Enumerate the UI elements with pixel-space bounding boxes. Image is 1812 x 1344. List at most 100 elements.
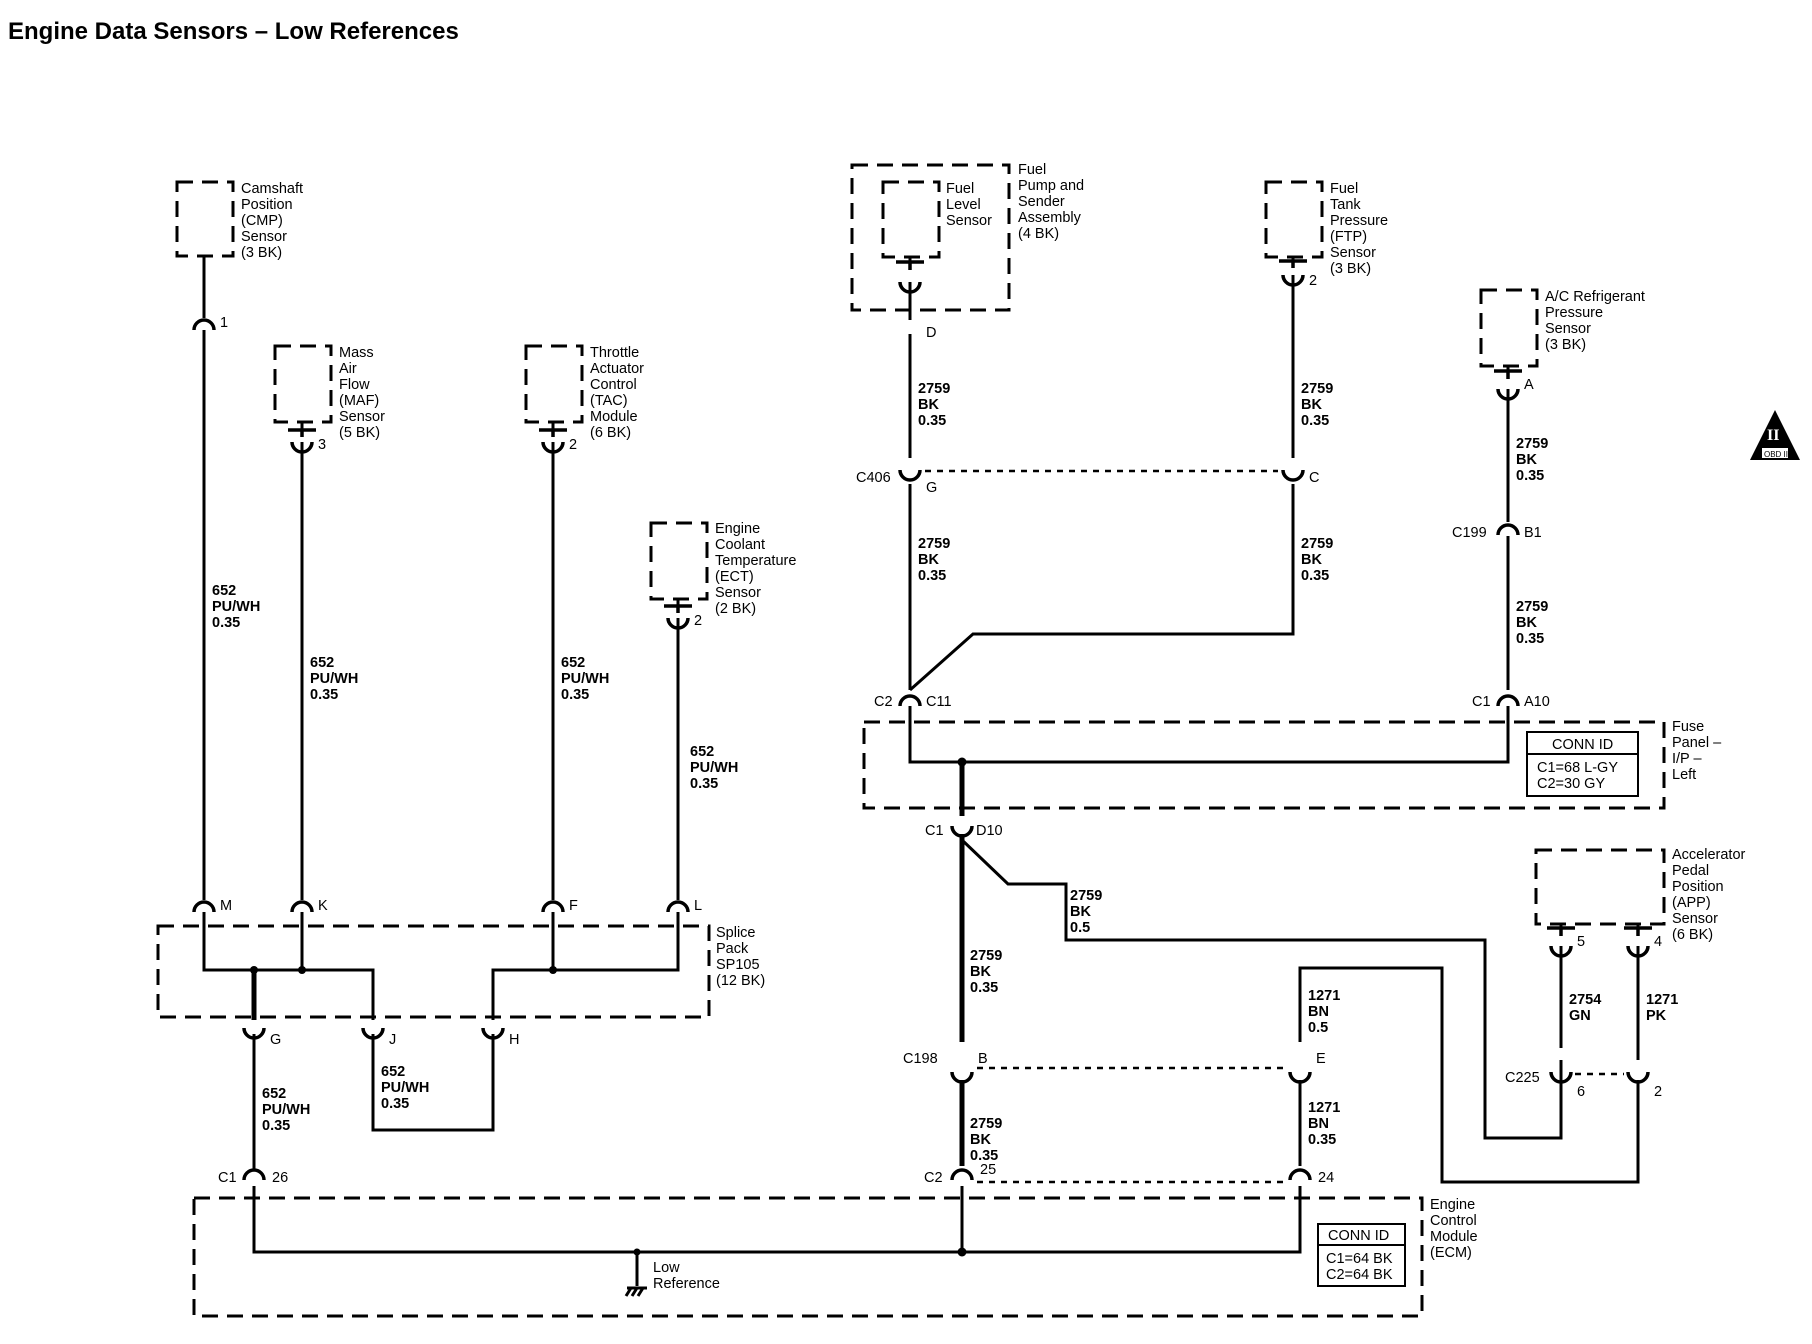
pin-ac-a: A <box>1524 377 1534 393</box>
pin-sp-j: J <box>389 1032 396 1048</box>
pin-c11: C11 <box>926 694 952 710</box>
conn-id-ecm-line1: C1=64 BK <box>1326 1251 1393 1267</box>
pin-sp-k: K <box>318 898 328 914</box>
conn-id-ecm-title: CONN ID <box>1328 1228 1389 1244</box>
obd-ii-badge-icon: II OBD II <box>1750 410 1800 460</box>
wire-jh-loop <box>371 1034 495 1132</box>
wire-ftp <box>909 257 1295 692</box>
pin-tac-2: 2 <box>569 437 577 453</box>
conn-id-fuse-line1: C1=68 L-GY <box>1537 760 1618 776</box>
page-title: Engine Data Sensors – Low References <box>8 18 459 45</box>
pin-sp-g: G <box>270 1032 281 1048</box>
fuse-panel-box <box>862 720 1666 810</box>
pin-ecm-26: 26 <box>272 1170 288 1186</box>
pin-c198: C198 <box>903 1051 938 1067</box>
pin-ecm-c1: C1 <box>218 1170 237 1186</box>
cmp-sensor-box <box>175 180 235 258</box>
tac-module-box <box>524 344 584 424</box>
svg-text:OBD II: OBD II <box>1764 450 1788 459</box>
conn-id-fuse-box <box>1526 731 1639 797</box>
pin-sp-h: H <box>509 1032 519 1048</box>
ecm-box <box>192 1196 1424 1318</box>
fuel-pump-assembly-box <box>850 163 1011 312</box>
pin-c406-g: G <box>926 480 937 496</box>
maf-sensor-box <box>273 344 333 424</box>
fuse-panel-bus <box>908 706 1510 764</box>
ac-pressure-sensor-box <box>1479 288 1539 368</box>
ect-sensor-box <box>649 521 709 601</box>
pin-c1-mid: C1 <box>925 823 944 839</box>
pin-c225-2: 2 <box>1654 1084 1662 1100</box>
pin-c199: C199 <box>1452 525 1487 541</box>
pin-fuel-d: D <box>926 325 936 341</box>
pin-sp-f: F <box>569 898 578 914</box>
ground-symbol <box>624 1286 647 1297</box>
conn-id-ecm-box <box>1317 1223 1406 1287</box>
splice-pack-box <box>156 924 711 1019</box>
pin-app-4: 4 <box>1654 934 1662 950</box>
ftp-sensor-box <box>1264 180 1324 259</box>
app-sensor-box <box>1534 848 1666 926</box>
junction-dots <box>250 757 967 1257</box>
pin-ecm-24: 24 <box>1318 1170 1334 1186</box>
pin-c199-b1: B1 <box>1524 525 1542 541</box>
pin-ecm-c2: C2 <box>924 1170 943 1186</box>
conn-id-fuse-line2: C2=30 GY <box>1537 776 1605 792</box>
pin-c1-top: C1 <box>1472 694 1491 710</box>
pin-maf-3: 3 <box>318 437 326 453</box>
svg-text:II: II <box>1767 427 1779 444</box>
pin-c225: C225 <box>1505 1070 1540 1086</box>
pin-a10: A10 <box>1524 694 1550 710</box>
pin-c406: C406 <box>856 470 891 486</box>
pin-sp-m: M <box>220 898 232 914</box>
pin-ect-2: 2 <box>694 613 702 629</box>
fuel-level-sensor-box <box>881 180 941 259</box>
conn-id-fuse-title: CONN ID <box>1552 737 1613 753</box>
pin-c406-c: C <box>1309 470 1319 486</box>
pin-c198-b: B <box>978 1051 988 1067</box>
wire-app-4 <box>1298 924 1640 1184</box>
pin-cmp-1: 1 <box>220 315 228 331</box>
connector-symbols <box>192 259 1652 1181</box>
pin-d10: D10 <box>976 823 1003 839</box>
wire-d10-to-app <box>960 838 1563 1140</box>
pin-c198-e: E <box>1316 1051 1326 1067</box>
pin-sp-l: L <box>694 898 702 914</box>
pin-app-5: 5 <box>1577 934 1585 950</box>
ecm-bus <box>252 1186 1302 1254</box>
pin-c225-6: 6 <box>1577 1084 1585 1100</box>
pin-ftp-2: 2 <box>1309 273 1317 289</box>
